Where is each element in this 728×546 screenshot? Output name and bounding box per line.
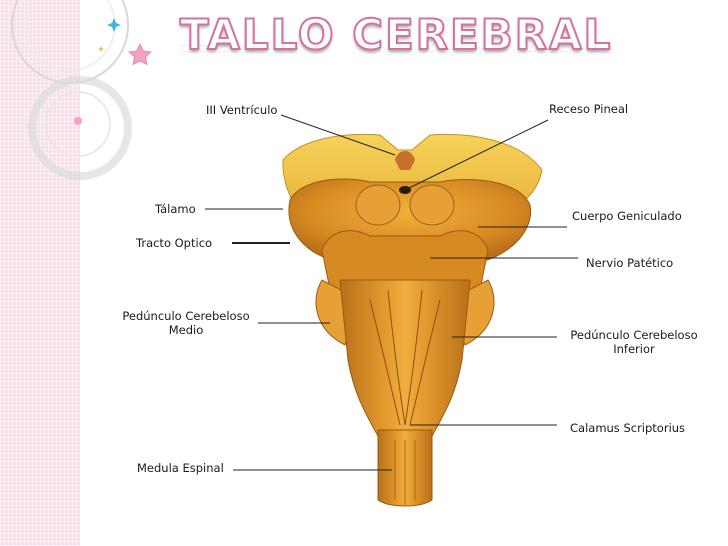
label-cuerpo-geniculado: Cuerpo Geniculado bbox=[572, 209, 682, 223]
label-nervio-patetico: Nervio Patético bbox=[586, 256, 674, 270]
label-talamo: Tálamo bbox=[155, 202, 196, 216]
label-medula-espinal: Medula Espinal bbox=[137, 461, 224, 475]
sparkle-star-icon bbox=[98, 18, 121, 52]
label-peduculo-inferior-line2: Inferior bbox=[613, 342, 655, 356]
label-iii-ventriculo: III Ventrículo bbox=[206, 103, 278, 117]
pink-star-icon bbox=[128, 43, 152, 66]
brainstem-illustration bbox=[282, 133, 543, 507]
slide-title-reflection: TALLO CEREBRAL bbox=[180, 42, 612, 60]
label-receso-pineal: Receso Pineal bbox=[549, 102, 629, 116]
label-peduculo-medio: Pedúnculo Cerebeloso Medio bbox=[113, 309, 259, 337]
label-peduculo-medio-line2: Medio bbox=[168, 323, 204, 337]
label-tracto-optico: Tracto Optico bbox=[136, 236, 213, 250]
label-peduculo-inferior: Pedúnculo Cerebeloso Inferior bbox=[562, 328, 706, 356]
leader-lines bbox=[205, 114, 578, 471]
label-calamus-scriptorius: Calamus Scriptorius bbox=[570, 421, 686, 435]
slide-title: TALLO CEREBRAL bbox=[179, 9, 613, 60]
decorative-ring-icon bbox=[11, 0, 132, 180]
decorative-side-panel bbox=[0, 0, 80, 546]
label-peduculo-medio-line1: Pedúnculo Cerebeloso bbox=[122, 309, 250, 323]
label-peduculo-inferior-line1: Pedúnculo Cerebeloso bbox=[570, 328, 698, 342]
